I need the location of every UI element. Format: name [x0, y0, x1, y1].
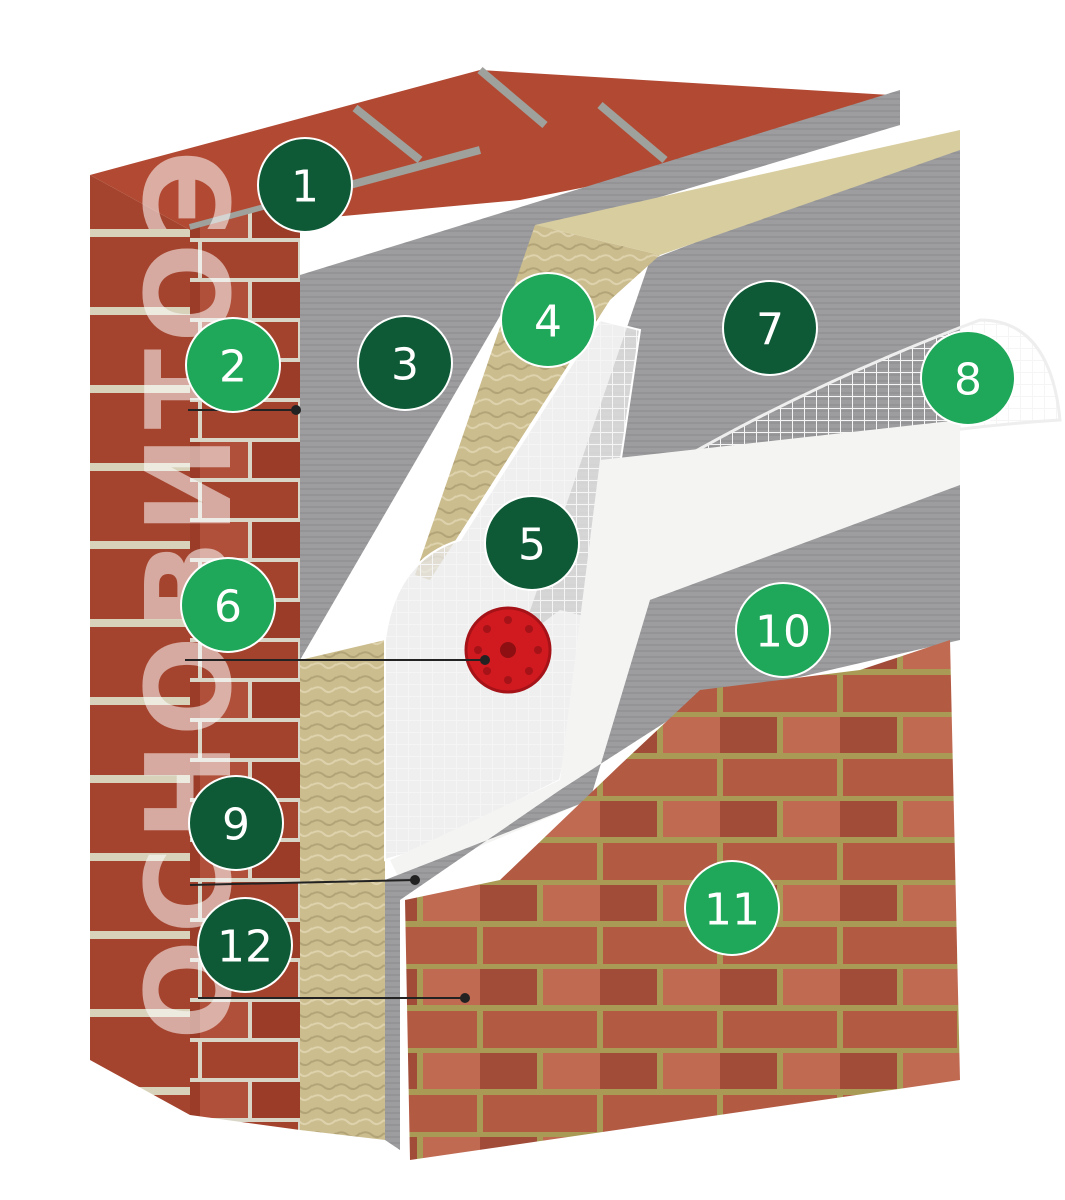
callout-7: 7: [722, 280, 818, 376]
callout-number: 3: [391, 340, 419, 391]
callout-11: 11: [684, 860, 780, 956]
callout-number: 9: [222, 800, 250, 851]
primer-layer: [390, 420, 960, 880]
callout-number: 10: [755, 607, 811, 658]
callout-number: 11: [704, 885, 760, 936]
callout-number: 7: [756, 305, 784, 356]
mineral-wool-board-lower: [300, 640, 385, 1140]
callout-number: 12: [217, 922, 273, 973]
callout-badge-circle: [684, 860, 780, 956]
brick-wall-front: [190, 200, 300, 1130]
leader-line-9: [189, 879, 416, 886]
callout-4: 4: [500, 272, 596, 368]
callout-6: 6: [180, 557, 276, 653]
callout-badge-circle: [197, 897, 293, 993]
callout-badge-circle: [188, 775, 284, 871]
callout-badge-circle: [180, 557, 276, 653]
callout-1: 1: [257, 137, 353, 233]
callout-badge-circle: [357, 315, 453, 411]
callout-number: 2: [219, 342, 247, 393]
mineral-wool-layer: [300, 130, 960, 1140]
callout-badge-circle: [484, 495, 580, 591]
brick-wall-side: [90, 175, 190, 1115]
callout-badge-circle: [920, 330, 1016, 426]
callout-10: 10: [735, 582, 831, 678]
callout-badge-circle: [722, 280, 818, 376]
callout-number: 4: [534, 297, 562, 348]
callout-8: 8: [920, 330, 1016, 426]
callout-badge-circle: [735, 582, 831, 678]
callout-badge-circle: [185, 317, 281, 413]
callout-number: 8: [954, 355, 982, 406]
callout-5: 5: [484, 495, 580, 591]
mineral-wool-board-upper: [415, 225, 660, 580]
callout-badge-circle: [500, 272, 596, 368]
callout-9: 9: [188, 775, 284, 871]
adhesive-mortar-layer: [300, 90, 900, 660]
callout-badge-circle: [257, 137, 353, 233]
callout-2: 2: [185, 317, 281, 413]
disk-dowel: [464, 606, 552, 694]
callout-3: 3: [357, 315, 453, 411]
callout-12: 12: [197, 897, 293, 993]
callout-number: 6: [214, 582, 242, 633]
callout-number: 1: [291, 162, 319, 213]
clinker-tile-layer: [405, 640, 960, 1160]
callout-number: 5: [518, 520, 546, 571]
